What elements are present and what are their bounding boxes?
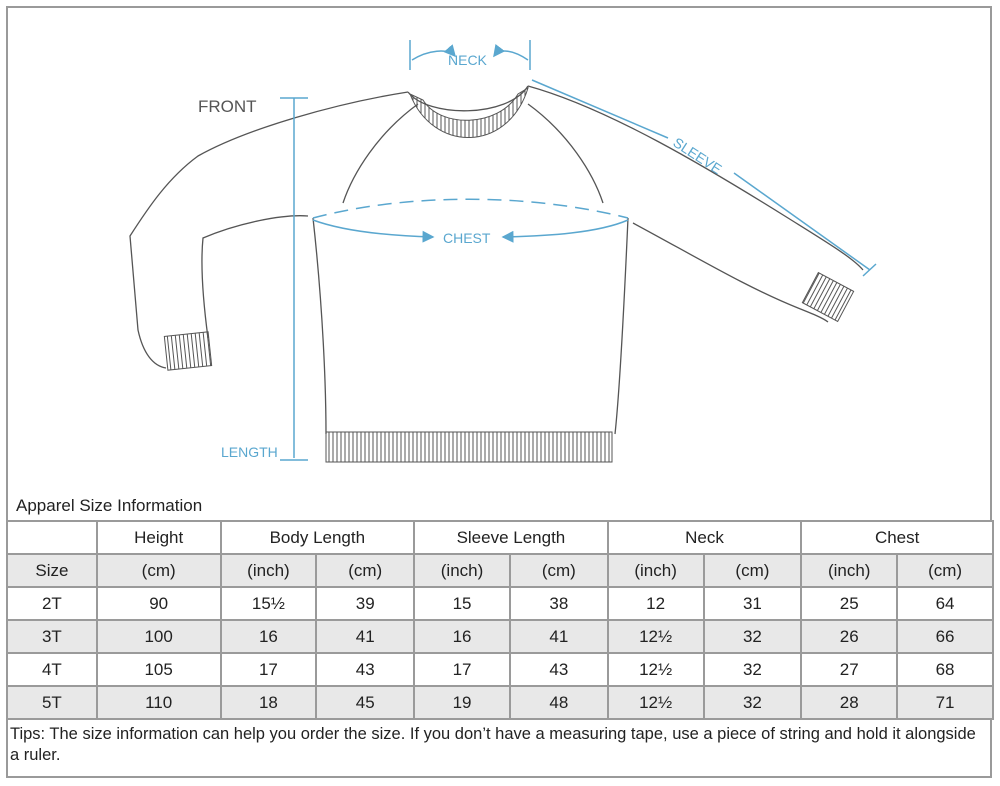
header-blank: [6, 520, 98, 555]
tips-text: Tips: The size information can help you …: [10, 725, 976, 764]
group-header-row: Height Body Length Sleeve Length Neck Ch…: [6, 520, 994, 555]
cell: 28: [800, 685, 899, 720]
cell: 41: [315, 619, 416, 654]
cell: 12: [606, 586, 705, 621]
cell: 16: [219, 619, 318, 654]
cell: 48: [508, 685, 609, 720]
cell: 32: [702, 619, 803, 654]
cell: 19: [413, 685, 511, 720]
cell: 5T: [6, 685, 98, 720]
cell: 32: [702, 685, 803, 720]
table-row: 3T 100 16 41 16 41 12½ 32 26 66: [6, 619, 994, 654]
unit-cell: (cm): [508, 553, 609, 588]
measure-lines: [280, 40, 877, 461]
cell: 15½: [219, 586, 318, 621]
cell: 66: [896, 619, 994, 654]
cell: 2T: [6, 586, 98, 621]
cell: 15: [413, 586, 511, 621]
cell: 17: [219, 652, 318, 687]
cell: 41: [508, 619, 609, 654]
cell: 32: [702, 652, 803, 687]
cell: 43: [315, 652, 416, 687]
collar-rib: [409, 86, 529, 138]
cell: 17: [413, 652, 511, 687]
cell: 90: [95, 586, 222, 621]
header-height: Height: [95, 520, 222, 555]
unit-cell: (inch): [606, 553, 705, 588]
table-row: 4T 105 17 43 17 43 12½ 32 27 68: [6, 652, 994, 687]
cell: 3T: [6, 619, 98, 654]
unit-cell: (inch): [413, 553, 511, 588]
cell: 71: [896, 685, 994, 720]
cell: 4T: [6, 652, 98, 687]
unit-cell: (cm): [315, 553, 416, 588]
header-chest: Chest: [800, 520, 994, 555]
cell: 12½: [606, 619, 705, 654]
header-sleeve-length: Sleeve Length: [413, 520, 609, 555]
cell: 12½: [606, 685, 705, 720]
unit-header-row: Size (cm) (inch) (cm) (inch) (cm) (inch)…: [6, 553, 994, 588]
cell: 110: [95, 685, 222, 720]
cell: 64: [896, 586, 994, 621]
unit-cell: (cm): [95, 553, 222, 588]
unit-cell: (inch): [800, 553, 899, 588]
table-title: Apparel Size Information: [16, 496, 203, 515]
page-frame: [6, 6, 992, 778]
unit-cell: (cm): [896, 553, 994, 588]
cell: 45: [315, 685, 416, 720]
cell: 39: [315, 586, 416, 621]
cell: 100: [95, 619, 222, 654]
sweater-measurement-diagram: FRONT NECK SLEEVE CHEST LENGTH: [8, 8, 992, 486]
cell: 18: [219, 685, 318, 720]
cell: 38: [508, 586, 609, 621]
sweater-outline: [129, 85, 864, 435]
length-label: LENGTH: [221, 444, 278, 460]
cell: 68: [896, 652, 994, 687]
cell: 12½: [606, 652, 705, 687]
left-cuff: [163, 331, 213, 371]
front-label: FRONT: [198, 97, 257, 116]
cell: 105: [95, 652, 222, 687]
neck-label: NECK: [448, 52, 488, 68]
cell: 31: [702, 586, 803, 621]
cell: 25: [800, 586, 899, 621]
cell: 16: [413, 619, 511, 654]
size-label: Size: [6, 553, 98, 588]
right-cuff: [801, 271, 855, 323]
cell: 27: [800, 652, 899, 687]
table-row: 5T 110 18 45 19 48 12½ 32 28 71: [6, 685, 994, 720]
header-neck: Neck: [606, 520, 803, 555]
chest-label: CHEST: [443, 230, 491, 246]
size-table: Height Body Length Sleeve Length Neck Ch…: [6, 520, 994, 720]
table-row: 2T 90 15½ 39 15 38 12 31 25 64: [6, 586, 994, 621]
sleeve-label: SLEEVE: [670, 134, 724, 177]
unit-cell: (inch): [219, 553, 318, 588]
cell: 43: [508, 652, 609, 687]
waistband: [325, 431, 613, 463]
cell: 26: [800, 619, 899, 654]
unit-cell: (cm): [702, 553, 803, 588]
header-body-length: Body Length: [219, 520, 416, 555]
